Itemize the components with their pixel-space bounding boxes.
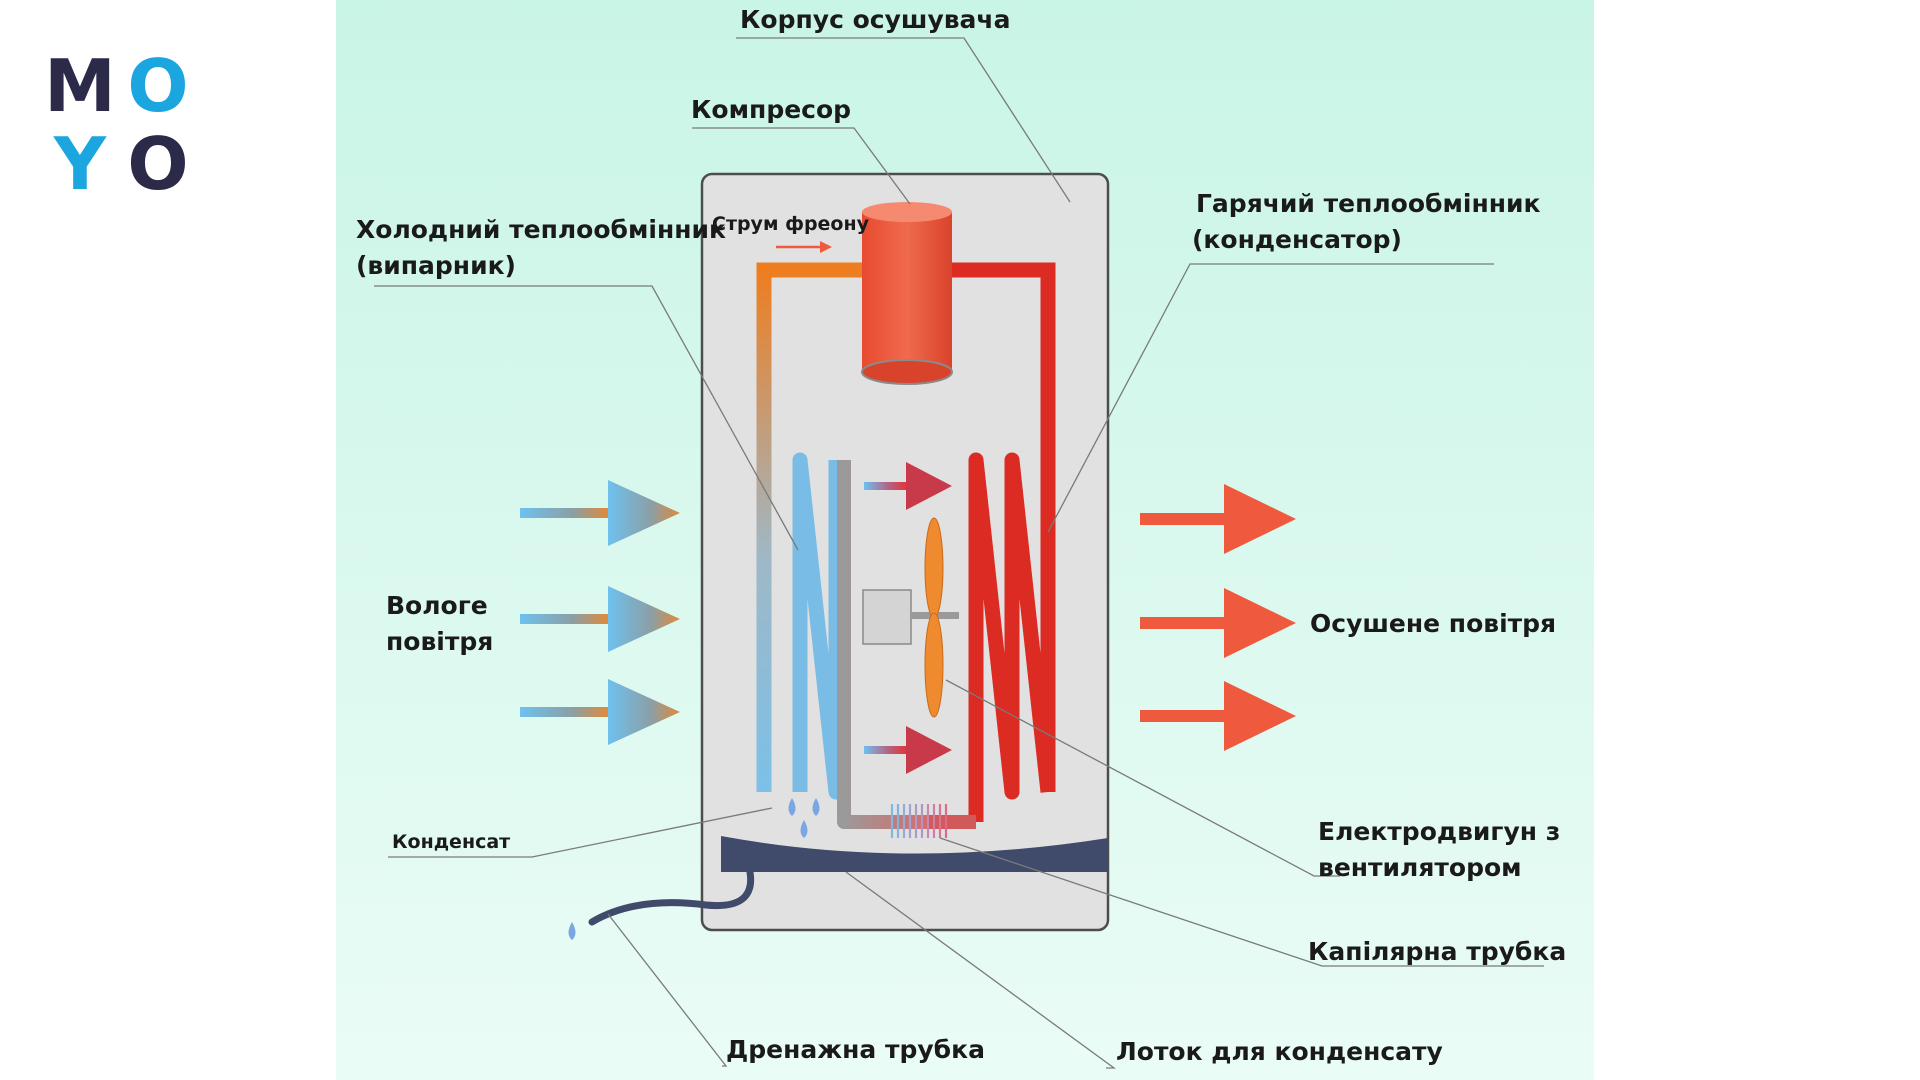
- label-motor-line2: вентилятором: [1318, 853, 1522, 882]
- fan-blades: [924, 517, 944, 718]
- inner-air-arrow-bottom: [864, 726, 952, 774]
- label-compressor: Компресор: [691, 95, 851, 124]
- label-condenser-line1: Гарячий теплообмінник: [1196, 189, 1541, 218]
- condensate-drops: [788, 798, 820, 838]
- inner-air-arrow-top: [864, 462, 952, 510]
- condenser-hot-pipe: [948, 262, 1056, 792]
- label-motor-line1: Електродвигун з: [1318, 817, 1560, 846]
- label-tray: Лоток для конденсату: [1116, 1037, 1443, 1066]
- diagram-canvas: Корпус осушувача Компресор Холодний тепл…: [336, 0, 1594, 1080]
- evaporator-inlet-pipe: [756, 262, 862, 792]
- leader-housing: [736, 37, 1071, 203]
- label-housing: Корпус осушувача: [740, 5, 1010, 34]
- dehumidifier-diagram: Корпус осушувача Компресор Холодний тепл…: [336, 0, 1594, 1080]
- leader-evaporator: [374, 285, 799, 551]
- dry-air-arrow-3: [1140, 681, 1296, 751]
- drain-drop: [568, 922, 576, 940]
- freon-flow-arrow: [776, 241, 832, 253]
- humid-air-arrow-1: [520, 480, 680, 546]
- label-condensate: Конденсат: [392, 831, 510, 853]
- label-drain: Дренажна трубка: [726, 1035, 985, 1064]
- logo-letter-y: Y: [53, 122, 107, 206]
- condenser-coil: [968, 452, 1056, 822]
- label-evaporator-line2: (випарник): [356, 251, 516, 280]
- logo-letter-o-top: O: [127, 44, 189, 128]
- logo-letter-o-bottom: O: [127, 122, 189, 206]
- capillary-tube: [890, 804, 948, 838]
- moyo-logo: M O Y O: [40, 50, 200, 200]
- leader-condenser: [1047, 263, 1494, 533]
- leader-compressor: [692, 127, 911, 205]
- label-dry-air: Осушене повітря: [1310, 609, 1556, 638]
- dry-air-arrow-1: [1140, 484, 1296, 554]
- label-evaporator-line1: Холодний теплообмінник: [356, 215, 726, 244]
- leader-motor: [945, 679, 1340, 877]
- return-pipe: [837, 460, 928, 829]
- dry-air-arrow-2: [1140, 588, 1296, 658]
- leader-condensate: [388, 807, 773, 858]
- leader-tray: [845, 871, 1116, 1069]
- label-condenser-line2: (конденсатор): [1192, 225, 1402, 254]
- label-capillary: Капілярна трубка: [1308, 937, 1566, 966]
- leader-drain: [607, 913, 728, 1067]
- humid-air-arrow-2: [520, 586, 680, 652]
- label-humid-air-line1: Вологе: [386, 591, 488, 620]
- drain-tube: [588, 868, 755, 926]
- leader-capillary: [939, 837, 1544, 967]
- label-humid-air-line2: повітря: [386, 627, 493, 656]
- humid-air-arrow-3: [520, 679, 680, 745]
- compressor: [861, 202, 953, 385]
- label-freon-flow: Струм фреону: [712, 213, 870, 235]
- condensate-tray: [721, 836, 1108, 872]
- logo-letter-m: M: [44, 44, 116, 128]
